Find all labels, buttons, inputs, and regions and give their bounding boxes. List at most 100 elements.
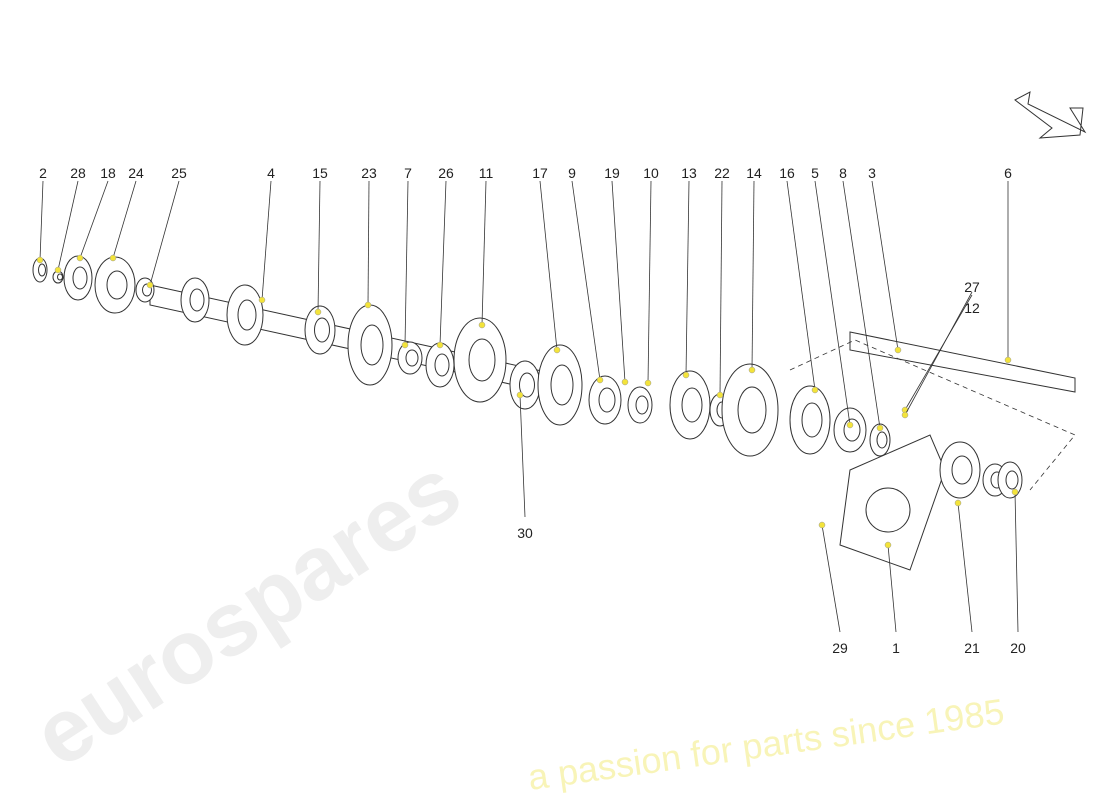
callout-1[interactable]: 1	[884, 541, 900, 656]
callout-number: 9	[568, 165, 576, 181]
cover-plate-bore	[865, 487, 911, 533]
callout-marker	[876, 424, 884, 432]
callout-number: 7	[404, 165, 412, 181]
callout-marker	[1011, 488, 1019, 496]
callout-number: 20	[1010, 640, 1026, 656]
callout-number: 28	[70, 165, 86, 181]
callout-26[interactable]: 26	[436, 165, 454, 349]
callout-number: 21	[964, 640, 980, 656]
leader-line	[904, 291, 973, 416]
callout-number: 26	[438, 165, 454, 181]
callout-6[interactable]: 6	[1004, 165, 1012, 364]
callout-number: 30	[517, 525, 533, 541]
watermark-brand: eurospares	[16, 439, 477, 787]
callout-16[interactable]: 16	[779, 165, 819, 394]
leader-line	[1014, 491, 1019, 633]
leader-line	[481, 180, 487, 326]
callout-number: 17	[532, 165, 548, 181]
component-bore	[237, 299, 257, 331]
callout-number: 16	[779, 165, 795, 181]
component-bore	[314, 317, 330, 343]
callout-8[interactable]: 8	[839, 165, 884, 432]
callout-marker	[811, 386, 819, 394]
leader-line	[112, 180, 137, 259]
callout-marker	[901, 411, 909, 419]
callout-9[interactable]: 9	[568, 165, 604, 384]
callout-18[interactable]: 18	[76, 165, 116, 262]
callout-30[interactable]: 30	[516, 391, 533, 541]
callout-14[interactable]: 14	[746, 165, 762, 374]
callout-number: 23	[361, 165, 377, 181]
leader-line	[957, 502, 973, 633]
callout-number: 1	[892, 640, 900, 656]
component-bore	[106, 270, 128, 300]
callout-marker	[478, 321, 486, 329]
callout-12[interactable]: 12	[901, 291, 980, 419]
leader-line	[571, 180, 601, 381]
callout-number: 22	[714, 165, 730, 181]
watermark-tagline: a passion for parts since 1985	[525, 690, 1006, 797]
leader-line	[611, 180, 626, 383]
component-bore	[1005, 470, 1019, 490]
leader-line	[79, 180, 109, 259]
component-bore	[550, 364, 574, 406]
callout-23[interactable]: 23	[361, 165, 377, 309]
callout-13[interactable]: 13	[681, 165, 697, 379]
component-bore	[72, 266, 88, 290]
callout-24[interactable]: 24	[109, 165, 144, 262]
callout-25[interactable]: 25	[146, 165, 187, 289]
callout-29[interactable]: 29	[818, 521, 848, 656]
callout-marker	[682, 371, 690, 379]
callout-11[interactable]: 11	[478, 165, 494, 329]
callout-28[interactable]: 28	[54, 165, 86, 274]
callout-5[interactable]: 5	[811, 165, 854, 429]
leader-line	[904, 294, 973, 411]
callout-marker	[258, 296, 266, 304]
component-bore	[57, 273, 63, 281]
leader-line	[842, 180, 881, 429]
callout-marker	[748, 366, 756, 374]
callout-number: 10	[643, 165, 659, 181]
component-bore	[434, 353, 450, 377]
callout-marker	[596, 376, 604, 384]
leader-line	[887, 544, 897, 633]
callout-marker	[314, 308, 322, 316]
callout-10[interactable]: 10	[643, 165, 659, 387]
component-bore	[951, 455, 973, 485]
callout-2[interactable]: 2	[36, 165, 47, 264]
leader-line	[786, 180, 816, 391]
callout-7[interactable]: 7	[401, 165, 412, 349]
callout-marker	[54, 266, 62, 274]
callout-marker	[716, 391, 724, 399]
leader-line	[814, 180, 851, 426]
leader-line	[39, 180, 44, 261]
callout-4[interactable]: 4	[258, 165, 275, 304]
leader-line	[539, 180, 558, 351]
callout-15[interactable]: 15	[312, 165, 328, 316]
callout-19[interactable]: 19	[604, 165, 629, 386]
component-bore	[681, 387, 703, 423]
callout-22[interactable]: 22	[714, 165, 730, 399]
leader-line	[685, 180, 690, 376]
callout-number: 18	[100, 165, 116, 181]
callout-marker	[894, 346, 902, 354]
callout-marker	[818, 521, 826, 529]
assembly-outline	[789, 339, 1076, 491]
callout-number: 19	[604, 165, 620, 181]
callout-number: 15	[312, 165, 328, 181]
callout-marker	[553, 346, 561, 354]
callout-number: 27	[964, 279, 980, 295]
output-shaft	[849, 331, 1076, 393]
callout-17[interactable]: 17	[532, 165, 561, 354]
callout-20[interactable]: 20	[1010, 488, 1026, 656]
leader-line	[821, 524, 841, 633]
callout-marker	[401, 341, 409, 349]
leader-line	[404, 180, 409, 346]
leader-line	[871, 180, 899, 351]
callout-3[interactable]: 3	[868, 165, 902, 354]
callout-marker	[109, 254, 117, 262]
component-bore	[801, 402, 823, 438]
callout-21[interactable]: 21	[954, 499, 980, 656]
leader-line	[647, 180, 652, 384]
